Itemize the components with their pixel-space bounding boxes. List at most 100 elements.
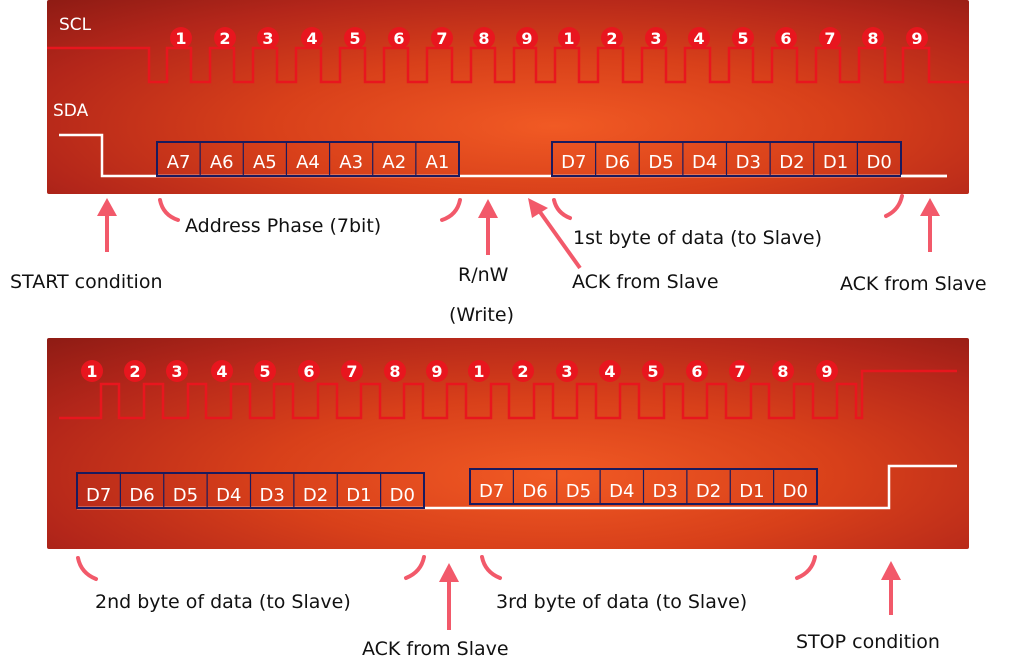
clock-number: 9 <box>911 29 922 48</box>
clock-number: 1 <box>563 29 574 48</box>
clock-number-badge <box>81 360 103 382</box>
clock-number: 3 <box>262 29 273 48</box>
clock-number-badge <box>775 27 797 49</box>
clock-number: 3 <box>561 362 572 381</box>
address-bit-label: A4 <box>296 152 320 173</box>
clock-number-badge <box>341 360 363 382</box>
clock-number-badge <box>124 360 146 382</box>
clock-number: 3 <box>650 29 661 48</box>
clock-number: 9 <box>431 362 442 381</box>
data-bit-label: D6 <box>129 485 154 506</box>
data-bit-label: D0 <box>867 152 892 173</box>
clock-number: 1 <box>86 362 97 381</box>
clock-number: 4 <box>693 29 704 48</box>
data-bit-label: D4 <box>216 485 241 506</box>
first-byte-brace-right <box>884 194 904 218</box>
sda-label: SDA <box>53 101 89 121</box>
clock-number-badge <box>388 27 410 49</box>
data-bit-label: D1 <box>346 485 371 506</box>
clock-number-badge <box>772 360 794 382</box>
clock-number: 6 <box>393 29 404 48</box>
data-bit-label: D5 <box>566 481 591 502</box>
clock-number: 3 <box>171 362 182 381</box>
clock-number: 8 <box>867 29 878 48</box>
data-bit-label: D3 <box>653 481 678 502</box>
clock-number-badge <box>344 27 366 49</box>
address-bit-label: A2 <box>382 152 406 173</box>
clock-number-badge <box>211 360 233 382</box>
first-byte-label: 1st byte of data (to Slave) <box>573 227 823 249</box>
clock-number-badge <box>468 360 490 382</box>
clock-number: 7 <box>346 362 357 381</box>
data-bit-label: D7 <box>561 152 586 173</box>
ack-from-slave-label-3: ACK from Slave <box>362 638 509 660</box>
clock-number-badge <box>257 27 279 49</box>
data-bit-label: D1 <box>823 152 848 173</box>
clock-number: 4 <box>306 29 317 48</box>
clock-number-badge <box>599 360 621 382</box>
clock-number-badge <box>686 360 708 382</box>
clock-number-badge <box>816 360 838 382</box>
data-bit-label: D0 <box>390 485 415 506</box>
address-bit-label: A5 <box>253 152 277 173</box>
clock-number-badge <box>516 27 538 49</box>
data-bit-label: D7 <box>86 485 111 506</box>
scl-label: SCL <box>59 15 92 35</box>
data-bit-label: D5 <box>173 485 198 506</box>
clock-number: 8 <box>478 29 489 48</box>
data-bit-label: D1 <box>739 481 764 502</box>
third-byte-label: 3rd byte of data (to Slave) <box>496 591 748 613</box>
data-bit-label: D2 <box>779 152 804 173</box>
rnw-label: R/nW <box>458 264 509 286</box>
clock-number: 8 <box>389 362 400 381</box>
clock-number-badge <box>214 27 236 49</box>
clock-number-badge <box>298 360 320 382</box>
clock-number-badge <box>688 27 710 49</box>
second-byte-brace-left <box>76 556 98 581</box>
clock-number-badge <box>170 27 192 49</box>
clock-number: 9 <box>821 362 832 381</box>
data-bit-label: D5 <box>648 152 673 173</box>
clock-number-badge <box>431 27 453 49</box>
clock-number-badge <box>426 360 448 382</box>
ack-arrow-2-head <box>920 198 940 216</box>
clock-number-badge <box>819 27 841 49</box>
clock-number-badge <box>862 27 884 49</box>
data-bit-label: D6 <box>522 481 547 502</box>
clock-number-badge <box>166 360 188 382</box>
data-bit-label: D0 <box>783 481 808 502</box>
start-arrow-head <box>97 198 117 216</box>
second-byte-brace-right <box>404 555 426 580</box>
stop-condition-label: STOP condition <box>796 631 940 653</box>
second-byte-label: 2nd byte of data (to Slave) <box>95 591 351 613</box>
clock-number: 8 <box>777 362 788 381</box>
clock-number: 2 <box>606 29 617 48</box>
address-bits-box <box>156 141 460 177</box>
address-phase-label: Address Phase (7bit) <box>185 215 382 237</box>
clock-number: 5 <box>259 362 270 381</box>
clock-number-badge <box>732 27 754 49</box>
address-brace-left <box>158 198 180 222</box>
data-bit-label: D4 <box>692 152 717 173</box>
data-bit-label: D2 <box>303 485 328 506</box>
ack-arrow-1-head <box>528 198 548 218</box>
clock-number-badge <box>384 360 406 382</box>
clock-number: 5 <box>647 362 658 381</box>
rnw-arrow-head <box>478 199 498 218</box>
scl-waveform <box>47 46 969 84</box>
clock-number: 5 <box>349 29 360 48</box>
clock-number-badge <box>729 360 751 382</box>
third-byte-brace-left <box>480 555 502 580</box>
start-condition-label: START condition <box>10 271 163 293</box>
data-bit-label: D7 <box>479 481 504 502</box>
third-byte-brace-right <box>795 555 817 580</box>
address-bit-label: A7 <box>167 152 191 173</box>
data-bit-label: D6 <box>605 152 630 173</box>
clock-number: 1 <box>175 29 186 48</box>
stop-arrow-head <box>881 561 901 580</box>
data-bit-label: D3 <box>260 485 285 506</box>
